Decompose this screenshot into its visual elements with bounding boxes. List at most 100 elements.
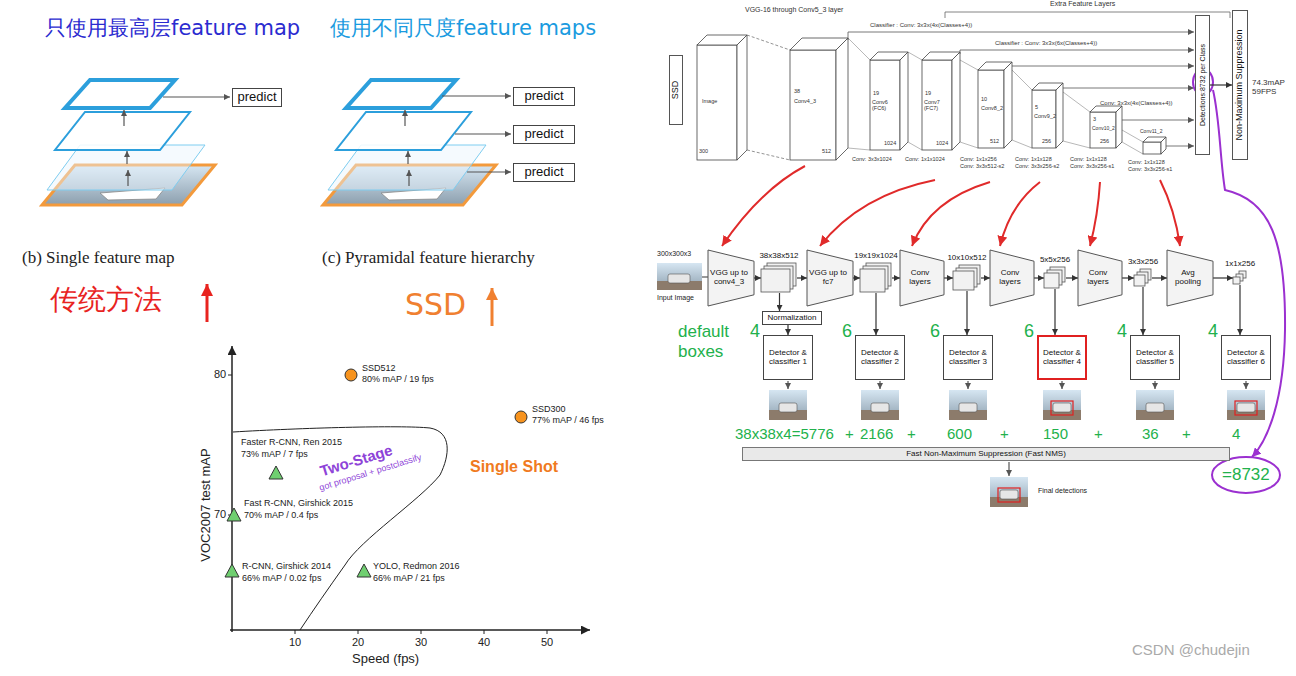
trapezoid-outline (1078, 250, 1122, 306)
node-text: Detections:8732 per Class (1199, 44, 1207, 126)
handwritten-note: SSD (405, 288, 466, 323)
process-box: Normalization (762, 311, 822, 325)
ssd-architecture (908, 52, 922, 60)
connector-arrow (787, 325, 788, 335)
scatter-chart (225, 346, 590, 634)
ssd-architecture (1056, 83, 1063, 148)
stage-trapezoid: Avg pooling (1167, 250, 1213, 306)
pyramidal-feature-figure (408, 170, 409, 186)
sum-term: + (845, 425, 854, 442)
trapezoid-outline (900, 250, 944, 306)
node-text: Conv layers (1080, 269, 1116, 287)
layer-name: Conv10_2 (1092, 126, 1115, 132)
detection-thumbnail (1043, 390, 1081, 420)
layer-name: Conv7 (FC7) (924, 99, 952, 112)
dimension-label: 19x19x1024 (854, 252, 898, 261)
feature-sheet (1044, 273, 1059, 288)
connector-arrow (875, 293, 876, 335)
ssd-architecture (1063, 88, 1194, 89)
ssd-architecture (1004, 62, 1012, 148)
layer-name: Conv4_3 (794, 98, 816, 104)
ssd-architecture (1143, 142, 1161, 154)
section-label: Extra Feature Layers (1050, 0, 1115, 8)
ssd-architecture (1122, 130, 1143, 142)
ssd-architecture (697, 45, 737, 160)
feature-sheet (1134, 275, 1145, 286)
red-correspondence-arrow (820, 180, 935, 246)
handwritten-note: 传统方法 (50, 284, 162, 316)
dimension-label: 1x1x256 (1225, 260, 1255, 269)
handwritten-note: default boxes (678, 322, 752, 361)
ssd-architecture (1063, 141, 1090, 148)
ssd-architecture (952, 52, 960, 150)
connector-arrow (1034, 277, 1044, 278)
figure-caption: (b) Single feature map (22, 248, 174, 268)
connector-arrow (1142, 287, 1143, 335)
feature-sheet (1233, 277, 1240, 284)
dimension: 1024 (884, 140, 896, 146)
connector-arrow (966, 291, 967, 335)
dimension: 10 (981, 96, 987, 102)
ssd-architecture (836, 38, 848, 160)
ssd-architecture (978, 70, 1004, 148)
layer-spec: Conv: 1x1x1024 (905, 156, 945, 162)
dimension: 256 (1042, 138, 1051, 144)
point-label: 73% mAP / 7 fps (241, 449, 308, 459)
input-image (657, 263, 702, 290)
ssd-architecture (922, 60, 952, 150)
sum-term: 150 (1043, 425, 1068, 442)
flow-arrow (1061, 381, 1062, 389)
process-box: predict (513, 163, 575, 182)
watermark: CSDN @chudejin (1132, 641, 1250, 658)
point-label: 70% mAP / 0.4 fps (244, 510, 318, 520)
feature-sheet (761, 269, 790, 292)
node-text: Detector & classifier 6 (1224, 349, 1268, 367)
ssd-architecture (1012, 70, 1032, 90)
scatter-chart (228, 375, 232, 376)
detection-thumbnail (949, 390, 987, 420)
pyramidal-feature-figure (336, 112, 471, 150)
ssd-architecture (960, 50, 1194, 54)
single-feature-map-figure (123, 110, 124, 126)
axis-title: VOC2007 test mAP (199, 448, 214, 561)
vertical-box: Detections:8732 per Class (1195, 15, 1210, 155)
pyramidal-feature-figure (323, 80, 511, 205)
handwritten-note: 使用不同尺度feature maps (330, 16, 596, 40)
detector-box: Detector & classifier 3 (943, 335, 993, 380)
input-image (668, 274, 690, 283)
scatter-chart (227, 508, 241, 521)
ssd-architecture (960, 142, 978, 148)
single-feature-map-figure (65, 80, 175, 108)
dimension: 300x300x3 (657, 250, 691, 258)
detection-thumbnail (769, 390, 807, 420)
scatter-chart (515, 411, 527, 423)
scatter-chart (345, 369, 357, 381)
ssd-architecture (1116, 106, 1122, 148)
dimension-label: 38x38x512 (759, 252, 798, 261)
layer-spec: Conv: 1x1x128 (1070, 156, 1107, 162)
box-count: 4 (1117, 321, 1127, 342)
sum-term: + (1094, 425, 1103, 442)
trapezoid-outline (807, 250, 853, 306)
ssd-architecture (848, 32, 1194, 40)
node-text: VGG up to fc7 (809, 269, 847, 287)
ssd-architecture (747, 150, 790, 160)
scatter-chart (269, 466, 283, 479)
stage-trapezoid: Conv layers (1078, 250, 1122, 306)
flow-arrow (879, 381, 880, 389)
node-text: Detector & classifier 3 (946, 349, 990, 367)
scatter-chart (421, 630, 422, 634)
red-correspondence-arrow (1090, 182, 1100, 246)
region-label: Single Shot (470, 458, 558, 476)
feature-map: 5x5x256 (1044, 267, 1066, 289)
purple-annotation (1212, 457, 1280, 493)
scatter-chart (231, 346, 233, 632)
layer-name: Conv8_2 (981, 105, 1003, 111)
layer-spec: Classifier : Conv: 3x3x(4x(Classes+4)) (870, 22, 972, 29)
axis-tick: 10 (289, 636, 301, 649)
detector-box: Detector & classifier 4 (1037, 335, 1087, 380)
connector-arrow (1213, 277, 1233, 278)
handwritten-note: 只使用最高层feature map (45, 16, 300, 40)
axis-tick: 50 (541, 636, 553, 649)
detection-thumbnail (861, 390, 899, 420)
